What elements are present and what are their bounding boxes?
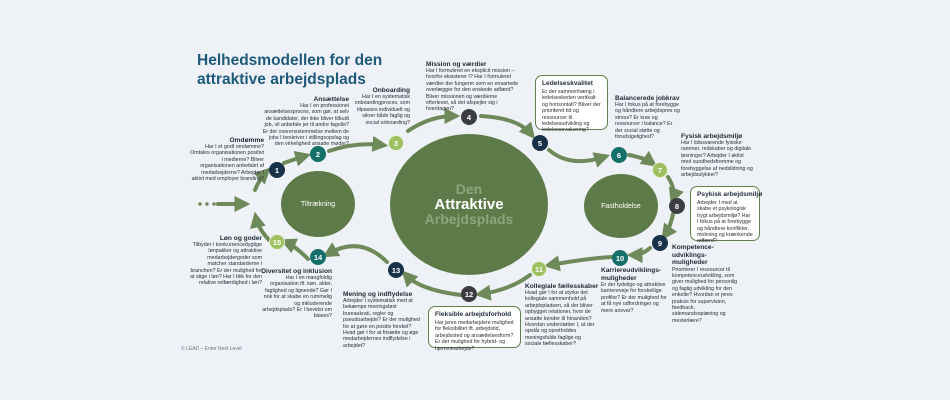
- step-1-block: Omdømme Har I et godt omdømme? Omtales o…: [190, 137, 264, 182]
- step-8-title: Psykisk arbejdsmiljø: [697, 191, 763, 198]
- step-node-8: 8: [669, 198, 685, 214]
- step-node-5: 5: [532, 135, 548, 151]
- step-8-card: Psykisk arbejdsmiljø Arbejder I med at s…: [690, 186, 763, 244]
- step-6-text: Har I fokus på at forebygge og håndtere …: [615, 102, 680, 141]
- step-node-6: 6: [611, 147, 627, 163]
- step-2-block: Ansættelse Har I en professionel ansætte…: [262, 96, 349, 148]
- step-node-1: 1: [269, 162, 285, 178]
- step-6-block: Balancerede jobkrav Har I fokus på at fo…: [615, 95, 681, 140]
- step-node-3: 3: [388, 135, 404, 151]
- step-14-title: Diversitet og inklusion: [261, 268, 332, 275]
- step-7-block: Fysisk arbejdsmiljø Har I tidssvarende f…: [681, 133, 755, 178]
- step-node-9: 9: [652, 235, 668, 251]
- step-7-text: Har I tidssvarende fysiske rammer, redsk…: [681, 140, 753, 179]
- step-9-title: Kompetence-udviklings-muligheder: [672, 244, 714, 266]
- step-4-title: Mission og værdier: [426, 61, 487, 68]
- step-1-text: Har I et godt omdømme? Omtales organisat…: [190, 144, 264, 183]
- step-5-card: Ledelseskvalitet Er der sammenhæng i led…: [535, 75, 608, 133]
- step-5-text: Er der sammenhæng i ledelseskeden vertik…: [542, 89, 601, 134]
- step-3-text: Har I en systematisk onboardingproces, s…: [354, 94, 410, 126]
- step-2-title: Ansættelse: [313, 96, 349, 103]
- step-node-11: 11: [531, 261, 547, 277]
- step-15-block: Løn og goder Tilbyder I konkurrencedygti…: [190, 235, 262, 287]
- step-15-text: Tilbyder I konkurrencedygtige lønpakker …: [190, 242, 262, 287]
- step-12-title: Fleksible arbejdsforhold: [435, 311, 512, 318]
- step-node-12: 12: [461, 286, 477, 302]
- step-node-15: 15: [269, 234, 285, 250]
- retention-label: Fastholdelse: [601, 202, 641, 210]
- step-12-card: Fleksible arbejdsforhold Har jeres medar…: [428, 306, 521, 352]
- step-14-text: Har I en mangfoldig organisation ift. kø…: [262, 275, 332, 320]
- step-14-block: Diversitet og inklusion Har I en mangfol…: [261, 268, 332, 320]
- step-1-title: Omdømme: [229, 137, 264, 144]
- center-line1: Den: [455, 181, 483, 197]
- step-node-4: 4: [461, 109, 477, 125]
- step-7-title: Fysisk arbejdsmiljø: [681, 133, 743, 140]
- copyright: © LEAD – Enter Next Level: [181, 346, 242, 352]
- step-node-2: 2: [310, 146, 326, 162]
- page-title: Helhedsmodellen for den attraktive arbej…: [197, 52, 383, 88]
- step-13-title: Mening og indflydelse: [343, 291, 413, 298]
- step-11-block: Kollegiale fællesskaber Hvad gør I for a…: [525, 283, 598, 348]
- step-2-text: Har I en professionel ansættelsesproces,…: [262, 103, 349, 148]
- step-11-title: Kollegiale fællesskaber: [525, 283, 599, 290]
- step-3-block: Onboarding Har I en systematisk onboardi…: [352, 87, 410, 126]
- step-10-text: Er der tydelige og attraktive karriereve…: [601, 282, 667, 314]
- step-node-13: 13: [388, 262, 404, 278]
- step-10-block: Karriereudviklings-muligheder Er der tyd…: [601, 267, 667, 314]
- step-12-text: Har jeres medarbejdere mulighed for flek…: [435, 320, 514, 352]
- step-3-title: Onboarding: [372, 87, 410, 94]
- step-4-text: Har I formuleret en eksplicit mission – …: [426, 68, 519, 113]
- retention-circle: Fastholdelse: [584, 174, 658, 238]
- step-10-title: Karriereudviklings-muligheder: [601, 267, 662, 282]
- step-11-text: Hvad gør I for at styrke det kollegiale …: [525, 290, 595, 348]
- center-line2: Attraktive: [434, 196, 504, 213]
- attraction-circle: Tiltrækning: [281, 171, 355, 237]
- center-circle: Den Attraktive Arbejdsplads: [390, 134, 548, 275]
- step-node-10: 10: [612, 250, 628, 266]
- step-9-text: Prioriterer I ressourcer til kompetenceu…: [672, 266, 738, 324]
- step-5-title: Ledelseskvalitet: [542, 80, 593, 87]
- step-node-7: 7: [652, 162, 668, 178]
- attraction-label: Tiltrækning: [300, 200, 336, 208]
- step-13-text: Arbejder I systematisk med at bekæmpe me…: [343, 298, 420, 349]
- step-4-block: Mission og værdier Har I formuleret en e…: [426, 61, 519, 113]
- step-node-14: 14: [310, 249, 326, 265]
- step-9-block: Kompetence-udviklings-muligheder Priorit…: [672, 244, 742, 324]
- step-15-title: Løn og goder: [219, 235, 262, 242]
- step-8-text: Arbejder I med at skabe et psykologisk t…: [697, 200, 753, 245]
- center-line3: Arbejdsplads: [424, 211, 514, 227]
- step-6-title: Balancerede jobkrav: [615, 95, 680, 102]
- step-13-block: Mening og indflydelse Arbejder I systema…: [343, 291, 420, 349]
